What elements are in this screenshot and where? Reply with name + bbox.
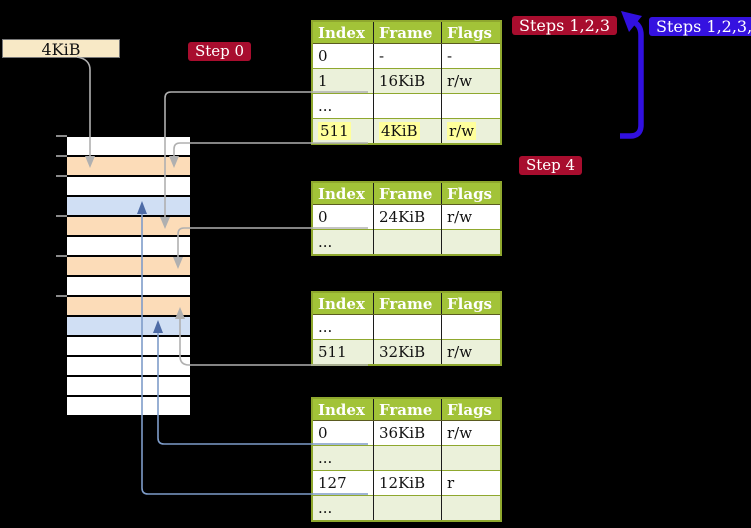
address-tick <box>56 135 67 137</box>
page-table-cell: r/w <box>441 118 501 144</box>
page-table-cell <box>441 229 501 255</box>
highlighted-cell-text: 4KiB <box>379 122 420 140</box>
address-tick <box>56 215 67 217</box>
page-table-cell <box>441 445 501 471</box>
root-table-pointer-box: 4KiB <box>2 39 120 59</box>
column-header-frame: Frame <box>373 398 442 421</box>
highlighted-cell-text: 511 <box>318 122 351 140</box>
page-table-cell: 32KiB <box>373 339 442 365</box>
address-tick <box>56 175 67 177</box>
highlighted-cell-text: r/w <box>447 122 477 140</box>
page-table-cell: r <box>441 470 501 496</box>
memory-frame-page-table <box>67 257 190 275</box>
page-table-row: 511 4KiB r/w <box>312 118 501 144</box>
page-table-cell: r/w <box>441 420 501 446</box>
page-table-cell: ... <box>312 495 374 521</box>
memory-frame-empty <box>67 277 190 295</box>
memory-frame-page <box>67 317 190 335</box>
page-table-cell <box>441 93 501 119</box>
page-table-cell: 36KiB <box>373 420 442 446</box>
page-table-cell: 511 <box>312 339 374 365</box>
address-tick <box>56 155 67 157</box>
column-header-flags: Flags <box>441 292 501 315</box>
memory-frame-page-table <box>67 297 190 315</box>
page-table-cell <box>373 93 442 119</box>
recursive-loop-arrow <box>620 19 644 139</box>
memory-frame-empty <box>67 397 190 415</box>
page-table-cell <box>373 445 442 471</box>
column-header-flags: Flags <box>441 21 501 44</box>
page-table-row: ... <box>312 495 501 521</box>
page-table-cell: ... <box>312 314 374 340</box>
address-tick <box>56 295 67 297</box>
column-header-frame: Frame <box>373 292 442 315</box>
page-table-cell: 0 <box>312 43 374 69</box>
page-table-cell: 12KiB <box>373 470 442 496</box>
memory-frame-empty <box>67 337 190 355</box>
page-table-row: ... <box>312 229 501 255</box>
page-table-cell: 0 <box>312 204 374 230</box>
page-table-cell: - <box>373 43 442 69</box>
column-header-frame: Frame <box>373 21 442 44</box>
memory-frame-empty <box>67 177 190 195</box>
page-table-cell: r/w <box>441 68 501 94</box>
root-table-pointer-label: 4KiB <box>41 40 81 59</box>
column-header-frame: Frame <box>373 182 442 205</box>
step-4-badge: Step 4 <box>519 156 583 175</box>
page-table-cell <box>373 495 442 521</box>
page-table-cell: r/w <box>441 204 501 230</box>
page-table-row: 0-- <box>312 43 501 69</box>
memory-frame-empty <box>67 377 190 395</box>
page-table-cell <box>441 495 501 521</box>
page-table-cell: 1 <box>312 68 374 94</box>
page-table-cell <box>441 314 501 340</box>
physical-memory-stack <box>67 137 190 417</box>
column-header-index: Index <box>312 21 374 44</box>
page-table-cell: 16KiB <box>373 68 442 94</box>
page-table-cell: 127 <box>312 470 374 496</box>
memory-frame-page <box>67 197 190 215</box>
memory-frame-page-table <box>67 157 190 175</box>
steps-123-badge: Steps 1,2,3 <box>512 16 618 35</box>
recursive-loop-arrowhead <box>621 11 642 32</box>
page-table-cell: ... <box>312 445 374 471</box>
address-tick <box>56 255 67 257</box>
page-table-cell <box>373 314 442 340</box>
page-table-cell: r/w <box>441 339 501 365</box>
memory-frame-page-table <box>67 217 190 235</box>
memory-frame-empty <box>67 237 190 255</box>
page-table-cell: ... <box>312 93 374 119</box>
page-table-row: ... <box>312 314 501 340</box>
page-table-cell: 4KiB <box>373 118 442 144</box>
page-table-cell: ... <box>312 229 374 255</box>
step-0-badge: Step 0 <box>188 42 252 61</box>
page-table-cell: - <box>441 43 501 69</box>
page-table-cell: 511 <box>312 118 374 144</box>
page-table-cell: 0 <box>312 420 374 446</box>
column-header-flags: Flags <box>441 398 501 421</box>
memory-frame-empty <box>67 357 190 375</box>
column-header-index: Index <box>312 182 374 205</box>
column-header-index: Index <box>312 292 374 315</box>
page-table-row: ... <box>312 93 501 119</box>
page-table-cell: 24KiB <box>373 204 442 230</box>
memory-frame-empty <box>67 137 190 155</box>
page-table-cell <box>373 229 442 255</box>
column-header-flags: Flags <box>441 182 501 205</box>
column-header-index: Index <box>312 398 374 421</box>
steps-1234-badge: Steps 1,2,3,4 <box>649 17 751 36</box>
page-table-row: ... <box>312 445 501 471</box>
